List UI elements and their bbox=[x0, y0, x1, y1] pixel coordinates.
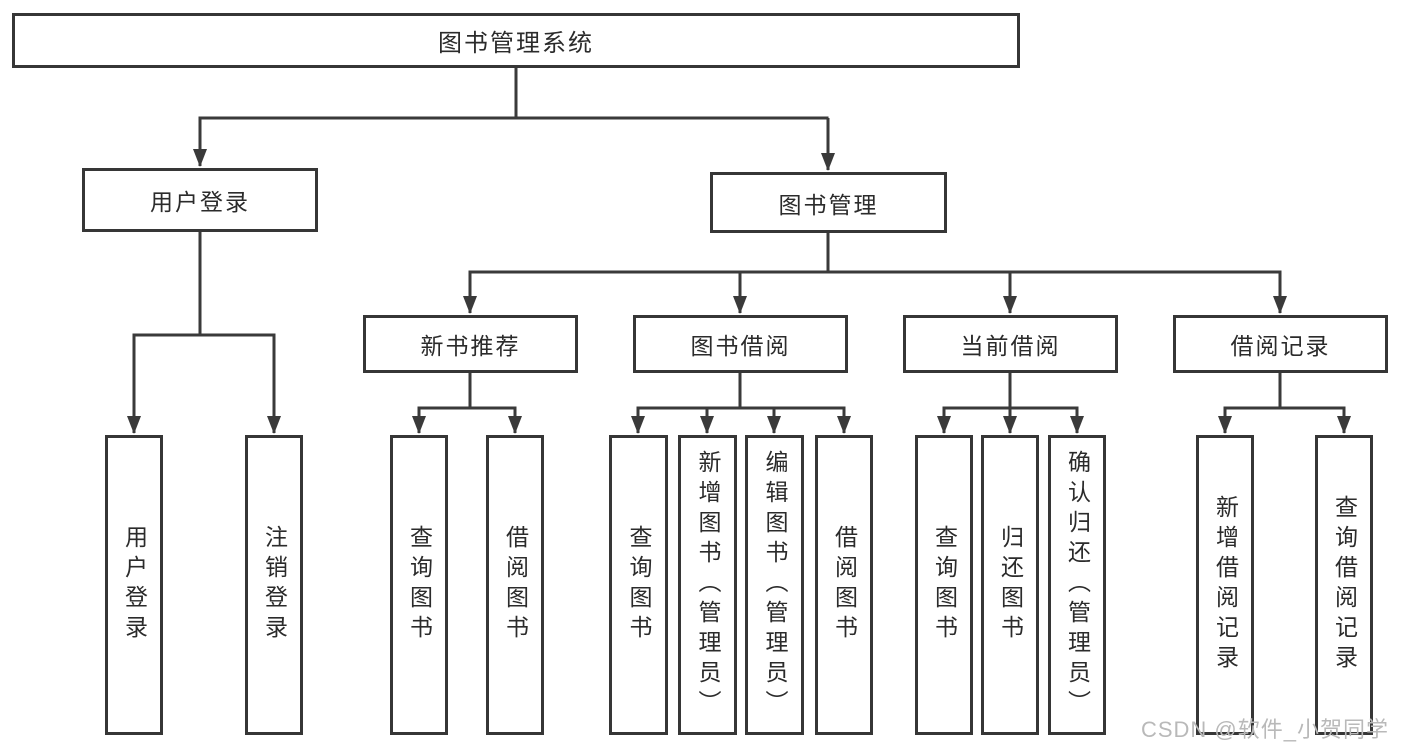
leaf-records-query: 查询借阅记录 bbox=[1315, 435, 1373, 735]
leaf-newbook-query: 查询图书 bbox=[390, 435, 448, 735]
node-borrow-records-label: 借阅记录 bbox=[1230, 333, 1331, 359]
node-user-login-label: 用户登录 bbox=[150, 189, 250, 215]
leaf-current-return-label: 归还图书 bbox=[997, 525, 1024, 645]
node-book-borrow: 图书借阅 bbox=[633, 315, 848, 373]
leaf-borrow-add-admin-label: 新增图书（管理员） bbox=[695, 450, 721, 720]
leaf-borrow-add-admin: 新增图书（管理员） bbox=[678, 435, 737, 735]
node-root: 图书管理系统 bbox=[12, 13, 1020, 68]
leaf-records-query-label: 查询借阅记录 bbox=[1331, 495, 1358, 675]
leaf-borrow-query-label: 查询图书 bbox=[626, 525, 652, 645]
leaf-current-query-label: 查询图书 bbox=[931, 525, 958, 645]
leaf-logout-label: 注销登录 bbox=[261, 525, 288, 645]
node-current-borrow: 当前借阅 bbox=[903, 315, 1118, 373]
csdn-watermark: CSDN @软件_小贺同学 bbox=[1140, 717, 1389, 742]
leaf-newbook-borrow: 借阅图书 bbox=[486, 435, 544, 735]
leaf-borrow-borrow-label: 借阅图书 bbox=[831, 525, 858, 645]
leaf-borrow-borrow: 借阅图书 bbox=[815, 435, 873, 735]
node-borrow-records: 借阅记录 bbox=[1173, 315, 1388, 373]
node-user-login: 用户登录 bbox=[82, 168, 318, 232]
leaf-borrow-edit-admin-label: 编辑图书（管理员） bbox=[762, 450, 788, 720]
leaf-records-add-label: 新增借阅记录 bbox=[1212, 495, 1239, 675]
leaf-current-confirm-admin: 确认归还（管理员） bbox=[1048, 435, 1106, 735]
leaf-newbook-borrow-label: 借阅图书 bbox=[502, 525, 529, 645]
node-current-borrow-label: 当前借阅 bbox=[960, 333, 1061, 359]
leaf-user-login-label: 用户登录 bbox=[121, 525, 148, 645]
leaf-user-login: 用户登录 bbox=[105, 435, 163, 735]
leaf-records-add: 新增借阅记录 bbox=[1196, 435, 1254, 735]
leaf-current-query: 查询图书 bbox=[915, 435, 973, 735]
node-book-management: 图书管理 bbox=[710, 172, 947, 233]
leaf-borrow-query: 查询图书 bbox=[609, 435, 668, 735]
leaf-borrow-edit-admin: 编辑图书（管理员） bbox=[745, 435, 804, 735]
leaf-newbook-query-label: 查询图书 bbox=[406, 525, 433, 645]
leaf-current-confirm-admin-label: 确认归还（管理员） bbox=[1064, 450, 1091, 720]
node-book-management-label: 图书管理 bbox=[778, 191, 879, 218]
node-new-book-recommend-label: 新书推荐 bbox=[420, 333, 521, 359]
node-new-book-recommend: 新书推荐 bbox=[363, 315, 578, 373]
node-root-label: 图书管理系统 bbox=[438, 30, 594, 57]
leaf-current-return: 归还图书 bbox=[981, 435, 1039, 735]
leaf-logout: 注销登录 bbox=[245, 435, 303, 735]
node-book-borrow-label: 图书借阅 bbox=[690, 333, 791, 359]
